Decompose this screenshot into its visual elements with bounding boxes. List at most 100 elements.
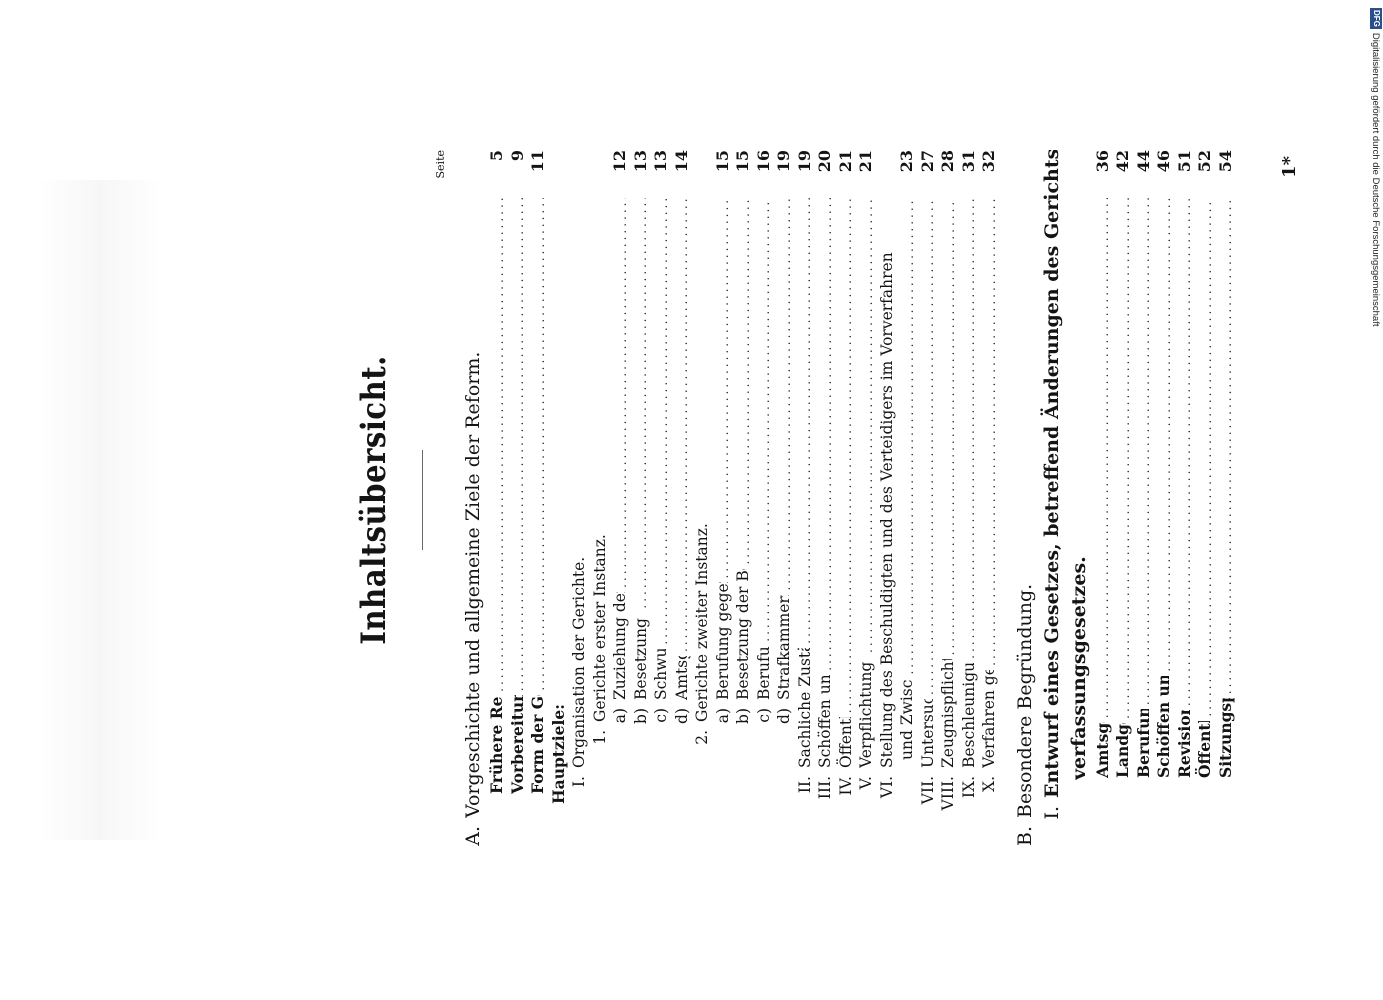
toc-entry: Hauptziele:	[549, 150, 570, 850]
toc-entry-page: 27	[917, 150, 937, 173]
toc-entry-title: Amtsgerichte	[672, 656, 693, 700]
toc-entry-title: und Zwischenverfahren	[897, 679, 918, 760]
toc-entry-number: X.	[980, 776, 998, 792]
toc-entry-page: 16	[753, 150, 773, 173]
toc-entry-title: Zuziehung der Laien zur Strafkammer	[610, 592, 631, 700]
toc-entry-page: 31	[958, 150, 978, 173]
toc-entry-number: I.	[1040, 806, 1063, 820]
toc-entry: Frühere Reformversuche..................…	[487, 150, 508, 850]
dot-leader: ........................................…	[900, 198, 918, 675]
toc-entry-title: Beschleunigung des Verfahrens	[959, 663, 980, 768]
toc-entry: c)Berufungssenate.......................…	[754, 150, 775, 850]
toc-entry: Öffentlichkeit..........................…	[1195, 150, 1216, 850]
toc-entry: 2.Gerichte zweiter Instanz.	[692, 150, 713, 850]
toc-entry-number: b)	[631, 708, 650, 724]
toc-entry-number: VII.	[918, 776, 937, 805]
toc-entry: B. Besondere Begründung.	[1012, 150, 1039, 850]
toc-entry-page: 51	[1174, 150, 1194, 173]
dot-leader: ........................................…	[797, 198, 815, 644]
toc-entry: a) Zuziehung der Laien zur Strafkammer...…	[610, 150, 631, 850]
toc-entry-title: Öffentlichkeit	[836, 717, 857, 768]
toc-entry-number: IV.	[836, 776, 855, 796]
toc-entry-page: 11	[528, 150, 547, 173]
toc-entry-page: 42	[1113, 150, 1132, 173]
toc-entry: III.Schöffen und Geschworene............…	[815, 150, 836, 850]
toc-entry-page: 32	[979, 150, 998, 173]
toc-entry: b)Besetzung der Berufungsgerichte im all…	[733, 150, 754, 850]
toc-entry-number: V.	[857, 776, 875, 790]
toc-entry-number: II.	[795, 776, 814, 794]
toc-entry-page: 19	[774, 150, 793, 173]
dot-leader: ........................................…	[613, 198, 631, 588]
toc-entry-title: Sitzungspolizei usw.	[1216, 698, 1237, 778]
toc-entry-number: IX.	[959, 776, 978, 799]
toc-entry-title: Besetzung der Strafkammern	[631, 613, 652, 700]
dot-leader: ........................................…	[920, 198, 938, 695]
toc-entry-title: Schöffen und Geschworene	[1154, 676, 1175, 778]
dot-leader: ........................................…	[736, 198, 754, 565]
toc-entry: Schöffen und Geschworene................…	[1154, 150, 1175, 850]
dot-leader: ........................................…	[961, 198, 979, 659]
dot-leader: ........................................…	[715, 198, 733, 578]
toc-entry-number: c)	[652, 708, 670, 723]
signature-mark: 1*	[1279, 156, 1300, 178]
toc-entry-title: Vorbereitung der Reform	[508, 695, 529, 794]
toc-entry: Sitzungspolizei usw.....................…	[1216, 150, 1237, 850]
toc-entry: I.Organisation der Gerichte.	[569, 150, 590, 850]
toc-entry: b) Besetzung der Strafkammern............…	[631, 150, 652, 850]
toc-entry-number: d)	[775, 708, 793, 724]
toc-entry-title: Berufungssenate	[754, 646, 775, 700]
toc-entry-page: 9	[507, 150, 527, 162]
toc-entry-number: B.	[1013, 826, 1036, 847]
dot-leader: ........................................…	[531, 198, 549, 691]
toc-entry: IX. Beschleunigung des Verfahrens........…	[959, 150, 980, 850]
toc-entry: d)Strafkammern als Berufungsgerichte....…	[774, 150, 795, 850]
toc-entry: Form der Gesetzentwürfe.................…	[528, 150, 549, 850]
toc-entry-number: 2.	[693, 730, 711, 745]
toc-entry-page: 44	[1133, 150, 1153, 173]
toc-entry-title: Besondere Begründung.	[1013, 583, 1036, 818]
toc-entry-title: Verpflichtung zur Strafverfolgung	[856, 657, 877, 768]
dot-leader: ........................................…	[490, 198, 508, 692]
toc-entry-title: Besetzung der Berufungsgerichte im allge…	[733, 569, 754, 700]
dot-leader: ........................................…	[633, 198, 651, 609]
dot-leader: ........................................…	[1136, 198, 1154, 705]
toc-entry: VIII.Zeugnispflicht und Eidesleistung...…	[938, 150, 959, 850]
toc-entry: II.Sachliche Zuständigkeit der Gerichte.…	[795, 150, 816, 850]
toc-entry: Berufungssenate.........................…	[1134, 150, 1155, 850]
dot-leader: ........................................…	[1116, 198, 1134, 719]
toc-entry-number: 1.	[590, 730, 609, 745]
toc-entry: IV. Öffentlichkeit.......................…	[836, 150, 857, 850]
toc-entry-title: Untersuchungshaft	[918, 699, 939, 768]
toc-entry: Revisionsinstanz........................…	[1175, 150, 1196, 850]
toc-entry: d)Amtsgerichte..........................…	[672, 150, 693, 850]
dot-leader: ........................................…	[756, 198, 774, 642]
toc-entry: und Zwischenverfahren...................…	[897, 150, 918, 850]
toc-entry: V. Verpflichtung zur Strafverfolgung.....…	[856, 150, 877, 850]
table-of-contents: A.Vorgeschichte und allgemeine Ziele der…	[460, 150, 1236, 850]
toc-entry-page: 21	[856, 150, 875, 173]
credit-text: Digitalisierung gefördert durch die Deut…	[1370, 32, 1382, 327]
toc-entry-title: Entwurf eines Gesetzes, betreffend Änder…	[1040, 150, 1063, 798]
toc-entry: Landgerichte............................…	[1113, 150, 1134, 850]
toc-entry-title: Berufungssenate	[1134, 709, 1155, 778]
toc-entry-page: 5	[487, 150, 506, 162]
dot-leader: ........................................…	[982, 198, 1000, 666]
toc-entry-number: A.	[462, 826, 484, 846]
dot-leader: ........................................…	[941, 198, 959, 655]
toc-entry-title: Form der Gesetzentwürfe	[528, 695, 549, 794]
toc-entry-title: Gerichte erster Instanz.	[590, 534, 609, 722]
toc-entry-number: a)	[611, 708, 629, 724]
rotated-content: Inhaltsübersicht. Seite A.Vorgeschichte …	[340, 150, 1300, 850]
toc-entry-page: 23	[897, 150, 916, 173]
toc-entry-page: 20	[815, 150, 834, 173]
dot-leader: ........................................…	[859, 198, 877, 653]
toc-entry: VI.Stellung des Beschuldigten und des Ve…	[877, 150, 898, 850]
toc-entry-title: Organisation der Gerichte.	[570, 556, 588, 768]
toc-entry-page: 12	[610, 150, 629, 173]
toc-entry-title: Amtsgerichte	[1093, 722, 1114, 778]
dot-leader: ........................................…	[838, 198, 856, 713]
toc-entry-title: Revisionsinstanz	[1175, 710, 1196, 778]
toc-entry: VII. Untersuchungshaft...................…	[918, 150, 939, 850]
